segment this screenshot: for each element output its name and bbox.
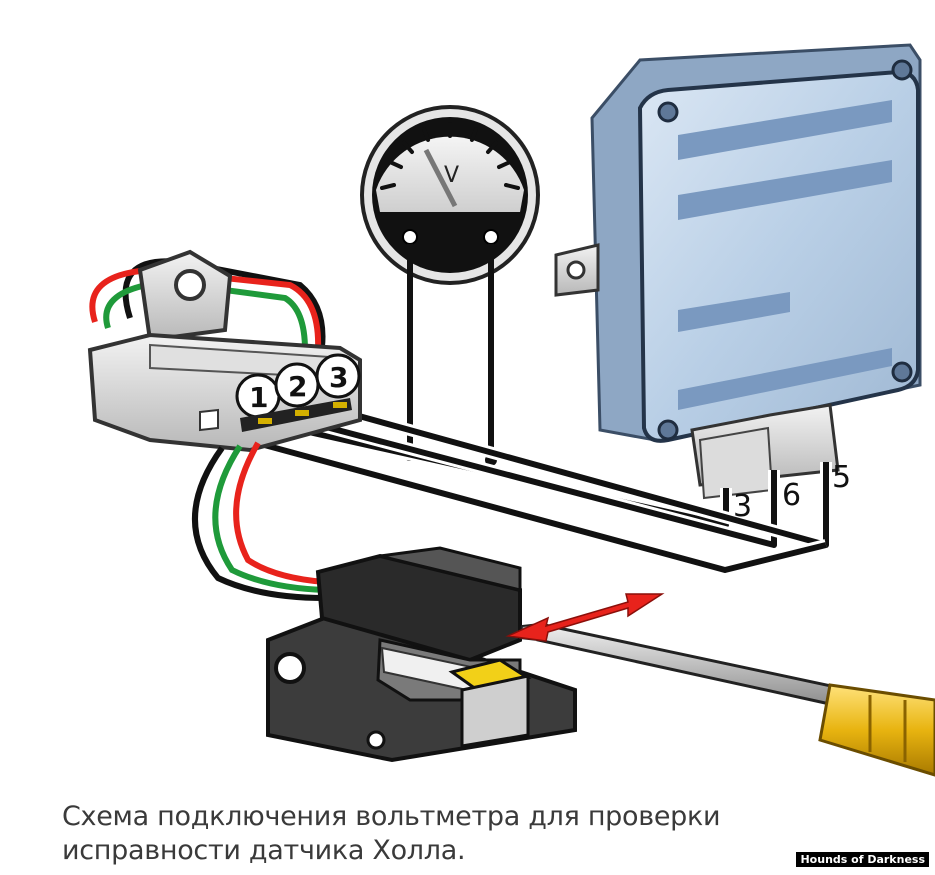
connector-pin-2: 2 [288,370,307,403]
connector-pin-3: 3 [329,361,348,394]
caption-line-2: исправности датчика Холла. [62,835,466,866]
voltmeter-needle [423,148,458,208]
screwdriver [518,622,935,777]
voltmeter: V [360,105,540,466]
movement-arrow [505,593,665,642]
ecu-unit [554,43,922,500]
connector-pin-1: 1 [249,381,268,414]
connector-plug: 1 2 3 [87,249,362,453]
ecu-terminal-labels: 3 6 5 [733,460,851,524]
voltmeter-terminal-right [483,229,499,245]
voltmeter-unit-label: V [444,163,459,188]
caption-line-1: Схема подключения вольтметра для проверк… [62,801,721,832]
harness-to-ecu [244,402,832,576]
voltmeter-scale-ticks [380,122,520,190]
ecu-terminal-2: 6 [782,478,801,513]
hall-sensor-voltmeter-diagram: V 3 6 5 [87,43,935,777]
wires-to-sensor [191,441,326,601]
ecu-terminal-3: 5 [832,460,851,495]
voltmeter-terminal-left [402,229,418,245]
ecu-terminal-1: 3 [733,489,752,524]
hall-sensor [266,546,577,763]
diagram-caption: Схема подключения вольтметра для проверк… [62,800,762,868]
watermark: Hounds of Darkness [796,852,929,867]
